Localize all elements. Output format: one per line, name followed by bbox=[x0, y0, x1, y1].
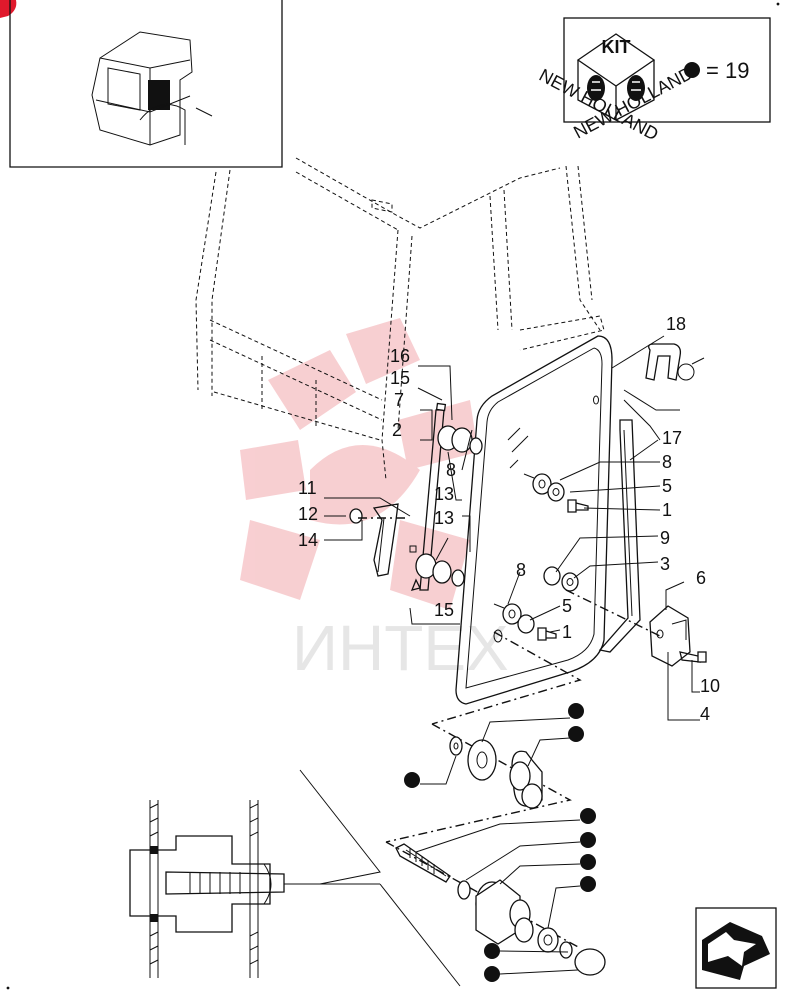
hinge-bracket bbox=[649, 605, 707, 667]
kit-legend: KIT NEW HOLLAND NEW HOLLAND = 19 bbox=[536, 17, 771, 145]
exploded-view-parts bbox=[395, 736, 606, 976]
part-label-17: 17 bbox=[662, 428, 682, 448]
part-label-10: 10 bbox=[700, 676, 720, 696]
kit-bullet-icon bbox=[568, 726, 584, 742]
corner-logo-icon bbox=[0, 0, 17, 18]
seal-clip-detail-icon bbox=[645, 343, 705, 381]
part-label-3: 3 bbox=[660, 554, 670, 574]
kit-bullet-icon bbox=[580, 876, 596, 892]
kit-bullet-icon bbox=[404, 772, 420, 788]
kit-bullet-icon bbox=[568, 703, 584, 719]
kit-bullet-icon bbox=[580, 832, 596, 848]
part-label-8-strut: 8 bbox=[446, 460, 456, 480]
part-label-1-upper: 1 bbox=[662, 500, 672, 520]
kit-bullets bbox=[404, 703, 596, 982]
part-label-1-lower: 1 bbox=[562, 622, 572, 642]
part-label-13-upper: 13 bbox=[434, 484, 454, 504]
watermark-text: ИНТЕХ bbox=[292, 612, 509, 684]
upper-fasteners bbox=[523, 473, 589, 513]
kit-bullet-icon bbox=[484, 943, 500, 959]
part-label-5-upper: 5 bbox=[662, 476, 672, 496]
part-label-6: 6 bbox=[696, 568, 706, 588]
part-label-15-top: 15 bbox=[390, 368, 410, 388]
kit-bullet-icon bbox=[484, 966, 500, 982]
part-label-14: 14 bbox=[298, 530, 318, 550]
cross-section-inset bbox=[129, 769, 461, 987]
window-seal-strip bbox=[598, 419, 641, 653]
part-label-12: 12 bbox=[298, 504, 318, 524]
part-label-13-lower: 13 bbox=[434, 508, 454, 528]
kit-count-text: = 19 bbox=[706, 58, 749, 83]
part-label-15-bottom: 15 bbox=[434, 600, 454, 620]
kit-cube-icon bbox=[576, 33, 656, 122]
part-label-7: 7 bbox=[394, 390, 404, 410]
kit-badge-text: KIT bbox=[602, 37, 631, 57]
part-number-labels: 18 16 15 7 2 17 8 5 1 11 12 14 13 8 13 9… bbox=[298, 314, 720, 724]
part-label-16: 16 bbox=[390, 346, 410, 366]
cab-thumbnail bbox=[9, 0, 283, 168]
window-strut-assembly bbox=[349, 402, 483, 591]
part-label-11: 11 bbox=[298, 478, 317, 498]
part-label-4: 4 bbox=[700, 704, 710, 724]
part-label-5-lower: 5 bbox=[562, 596, 572, 616]
kit-bullet-icon bbox=[580, 808, 596, 824]
kit-bullet-icon bbox=[580, 854, 596, 870]
part-label-9: 9 bbox=[660, 528, 670, 548]
leader-lines bbox=[324, 335, 700, 721]
part-label-8-lower: 8 bbox=[516, 560, 526, 580]
middle-fasteners bbox=[543, 566, 579, 592]
lower-fasteners bbox=[493, 603, 557, 643]
next-page-arrow-icon[interactable] bbox=[695, 907, 777, 989]
part-label-18: 18 bbox=[666, 314, 686, 334]
kit-bullet-icon bbox=[684, 62, 700, 78]
cab-frame bbox=[195, 157, 605, 481]
side-window-glass bbox=[455, 335, 613, 705]
part-label-2: 2 bbox=[392, 420, 402, 440]
part-label-8-upper: 8 bbox=[662, 452, 672, 472]
